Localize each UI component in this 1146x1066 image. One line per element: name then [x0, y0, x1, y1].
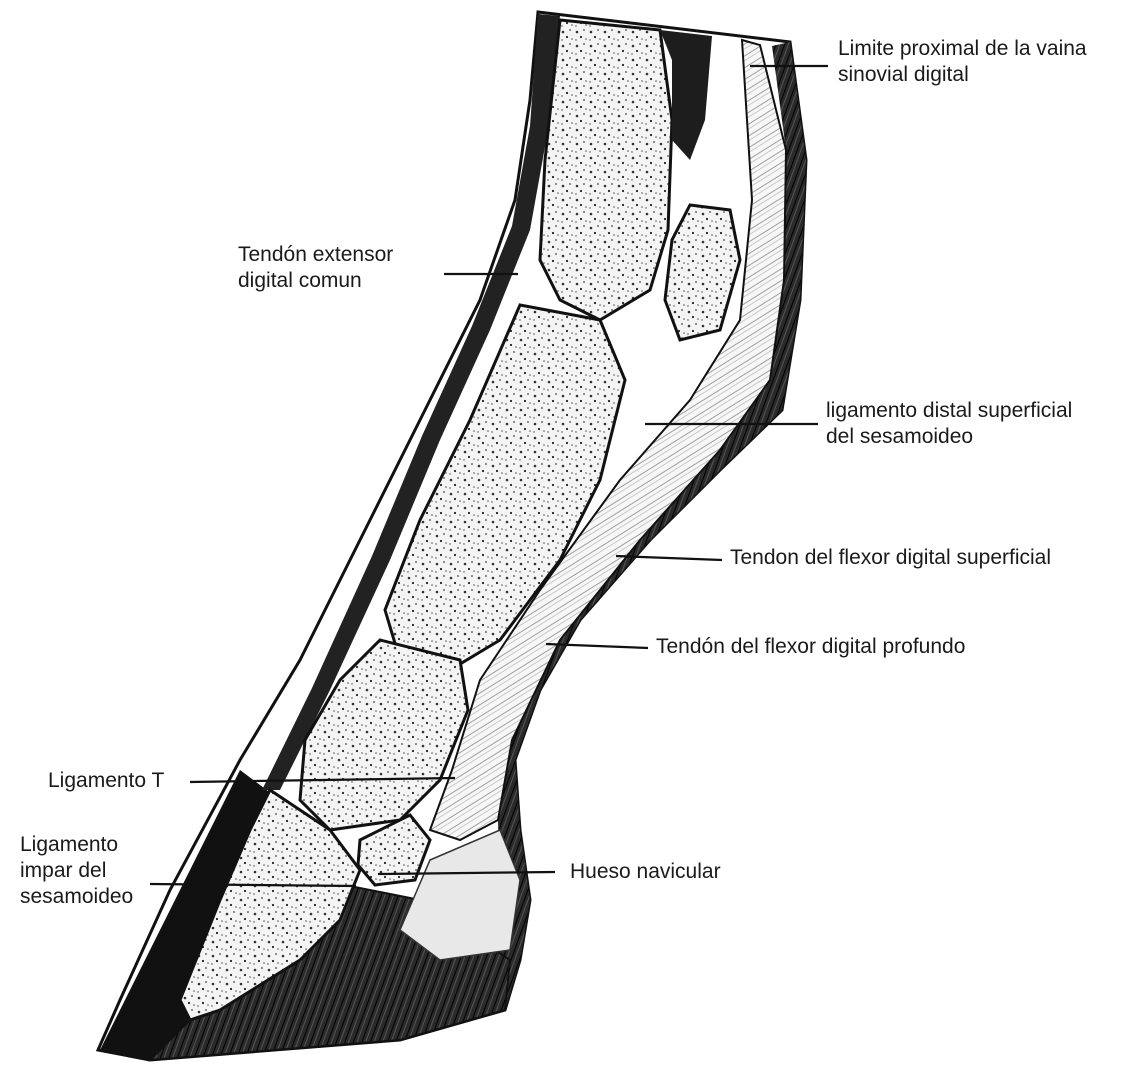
- label-ligamento-impar-line1: Ligamento: [20, 832, 133, 858]
- label-flexor-profundo-line1: Tendón del flexor digital profundo: [656, 634, 965, 660]
- label-tendon-extensor: Tendón extensor digital comun: [238, 242, 393, 294]
- label-flexor-profundo: Tendón del flexor digital profundo: [656, 634, 965, 660]
- label-hueso-navicular-line1: Hueso navicular: [570, 859, 721, 885]
- label-ligamento-impar-line2: impar del: [20, 858, 133, 884]
- label-ligamento-impar-line3: sesamoideo: [20, 884, 133, 910]
- label-limite-proximal-line1: Limite proximal de la vaina: [838, 36, 1087, 62]
- label-tendon-extensor-line1: Tendón extensor: [238, 242, 393, 268]
- label-ligamento-t: Ligamento T: [48, 768, 164, 794]
- label-ligamento-distal-line2: del sesamoideo: [826, 424, 1072, 450]
- label-ligamento-t-line1: Ligamento T: [48, 768, 164, 794]
- label-ligamento-impar: Ligamento impar del sesamoideo: [20, 832, 133, 910]
- label-hueso-navicular: Hueso navicular: [570, 859, 721, 885]
- label-limite-proximal-line2: sinovial digital: [838, 62, 1087, 88]
- label-flexor-superficial: Tendon del flexor digital superficial: [730, 545, 1051, 571]
- label-flexor-superficial-line1: Tendon del flexor digital superficial: [730, 545, 1051, 571]
- cannon-bone: [540, 20, 672, 320]
- label-limite-proximal: Limite proximal de la vaina sinovial dig…: [838, 36, 1087, 88]
- label-ligamento-distal: ligamento distal superficial del sesamoi…: [826, 398, 1072, 450]
- label-tendon-extensor-line2: digital comun: [238, 268, 393, 294]
- label-ligamento-distal-line1: ligamento distal superficial: [826, 398, 1072, 424]
